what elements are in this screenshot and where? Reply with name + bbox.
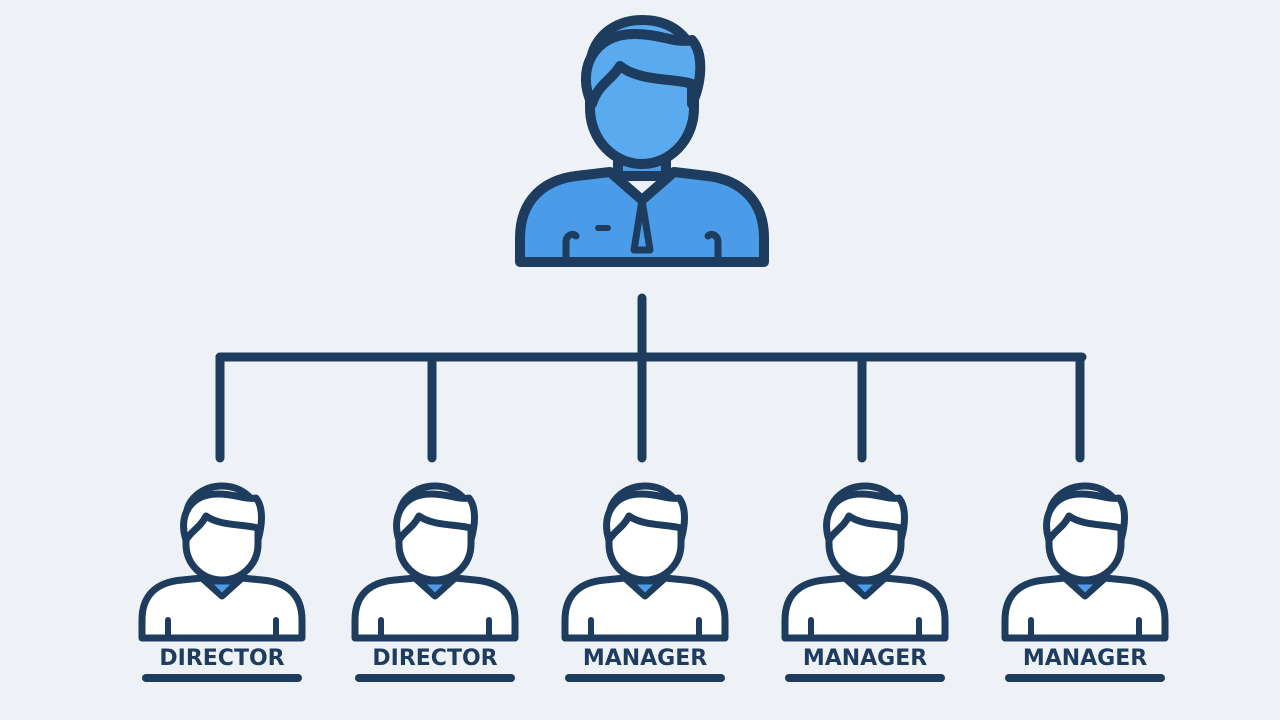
subordinate-1: DIRECTOR (142, 486, 302, 682)
subordinate-5: MANAGER (1005, 486, 1165, 682)
subordinate-4: MANAGER (785, 486, 945, 682)
role-label: DIRECTOR (372, 646, 497, 671)
top-person-arm-left (562, 230, 580, 266)
role-label: MANAGER (583, 646, 707, 671)
role-label: DIRECTOR (159, 646, 284, 671)
top-person-tie (630, 196, 654, 254)
top-person-hair (580, 29, 706, 109)
role-label: MANAGER (1023, 646, 1147, 671)
top-person-arm-right (704, 230, 722, 266)
subordinate-3: MANAGER (565, 486, 725, 682)
role-label: MANAGER (803, 646, 927, 671)
top-person-icon (515, 15, 769, 267)
connectors (215, 293, 1087, 463)
subordinate-2: DIRECTOR (355, 486, 515, 682)
